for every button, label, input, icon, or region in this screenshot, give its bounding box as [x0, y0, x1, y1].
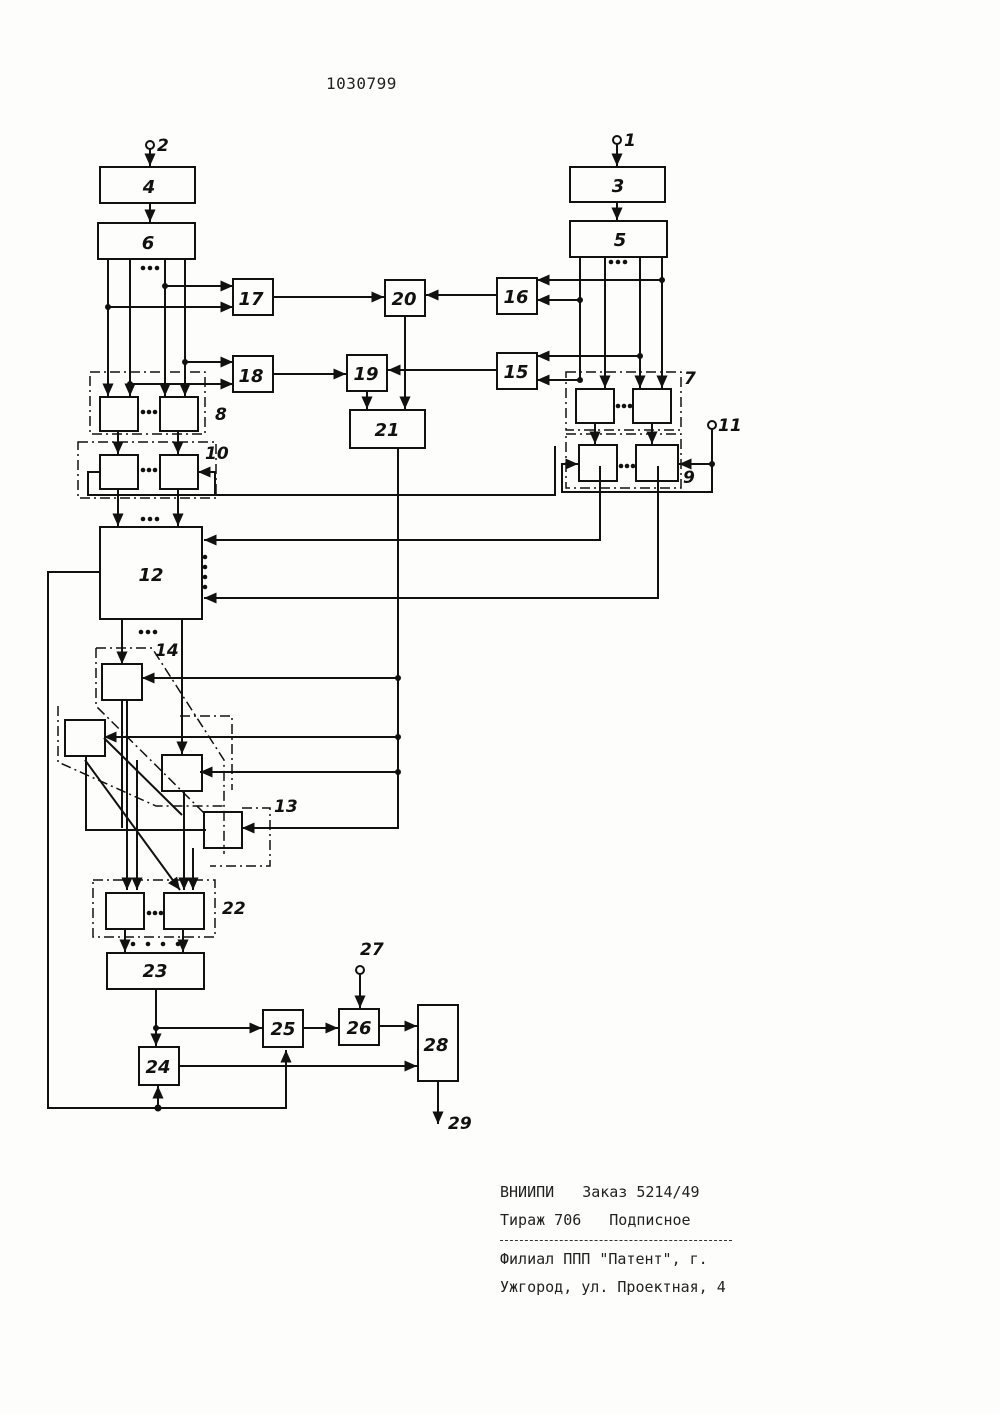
input-terminal-11 — [708, 421, 716, 429]
block-26-label: 26 — [346, 1018, 371, 1039]
block-19-label: 19 — [353, 364, 378, 385]
input-terminal-27 — [356, 966, 364, 974]
block-14-cell-top — [102, 664, 142, 700]
block-12-label: 12 — [138, 565, 163, 586]
imprint-order: Заказ 5214/49 — [582, 1183, 699, 1201]
group-9-cell-first — [579, 445, 617, 481]
group-7-frame — [566, 372, 681, 430]
block-5-label: 5 — [614, 230, 627, 251]
block-23-label: 23 — [142, 961, 167, 982]
block-3-label: 3 — [612, 176, 625, 197]
block-13-cell-bottom — [204, 812, 242, 848]
block-24-label: 24 — [145, 1057, 170, 1078]
block-13-cell-left — [65, 720, 105, 756]
group-7-cell-first — [576, 389, 614, 423]
group-14-label: 14 — [155, 641, 179, 661]
block-16-label: 16 — [503, 287, 528, 308]
imprint-branch: Филиал ППП "Патент", г. — [500, 1245, 780, 1273]
block-17-label: 17 — [238, 289, 264, 310]
group-8-cell-last — [160, 397, 198, 431]
block-4-label: 4 — [142, 177, 156, 198]
imprint-divider — [500, 1240, 732, 1241]
terminal-1-label: 1 — [624, 131, 636, 151]
imprint-circulation: Тираж 706 — [500, 1211, 581, 1229]
group-22-cell-last — [164, 893, 204, 929]
group-10-label: 10 — [205, 444, 229, 464]
group-10-cell-first — [100, 455, 138, 489]
block-28-label: 28 — [423, 1035, 448, 1056]
imprint-block: ВНИИПИ Заказ 5214/49 Тираж 706 Подписное Ф… — [500, 1178, 780, 1301]
junction-dots — [105, 277, 715, 1112]
group-13-label: 13 — [274, 797, 298, 817]
input-terminal-1 — [613, 136, 621, 144]
block-14-cell-bottom — [162, 755, 202, 791]
block-18-label: 18 — [238, 366, 263, 387]
imprint-row-circulation: Тираж 706 Подписное — [500, 1206, 780, 1234]
imprint-org: ВНИИПИ — [500, 1183, 554, 1201]
imprint-subscription: Подписное — [609, 1211, 690, 1229]
imprint-row-order: ВНИИПИ Заказ 5214/49 — [500, 1178, 780, 1206]
terminal-29-label: 29 — [448, 1114, 472, 1134]
input-terminal-2 — [146, 141, 154, 149]
terminal-27-label: 27 — [360, 940, 384, 960]
group-9-frame — [566, 434, 681, 488]
group-22-cell-first — [106, 893, 144, 929]
group-9-label: 9 — [683, 468, 695, 488]
group-7-label: 7 — [684, 369, 696, 389]
imprint-address: Ужгород, ул. Проектная, 4 — [500, 1273, 780, 1301]
block-20-label: 20 — [391, 289, 416, 310]
terminal-2-label: 2 — [157, 136, 169, 156]
block-15-label: 15 — [503, 362, 528, 383]
group-10-cell-last — [160, 455, 198, 489]
group-7-cell-last — [633, 389, 671, 423]
block-25-label: 25 — [270, 1019, 295, 1040]
group-8-label: 8 — [215, 405, 227, 425]
group-8-cell-first — [100, 397, 138, 431]
group-22-label: 22 — [222, 899, 246, 919]
block-6-label: 6 — [142, 233, 155, 254]
terminal-11-label: 11 — [718, 416, 742, 436]
block-21-label: 21 — [374, 420, 399, 441]
